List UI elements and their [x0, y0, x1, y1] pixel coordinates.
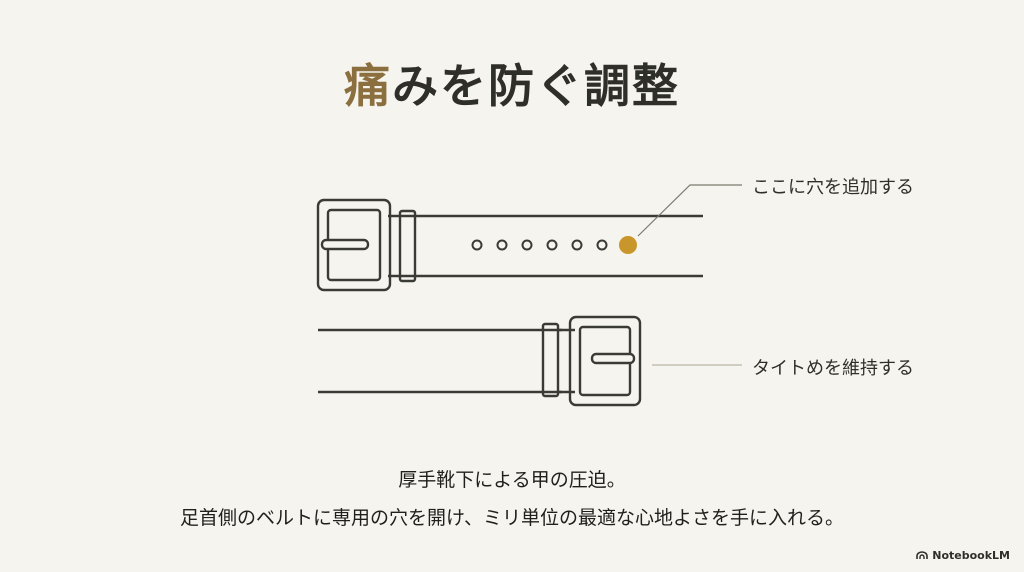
top-buckle-prong — [320, 238, 370, 251]
bottom-belt-keeper — [541, 322, 560, 398]
bottom-belt — [318, 315, 642, 407]
brand-name: NotebookLM — [932, 549, 1010, 562]
top-belt-keeper — [398, 209, 417, 283]
bottom-buckle-prong — [590, 352, 636, 365]
brand-watermark: NotebookLM — [916, 549, 1010, 562]
belt-hole — [571, 239, 583, 251]
top-buckle-outer — [316, 198, 392, 292]
belt-hole — [596, 239, 608, 251]
new-hole-marker — [619, 236, 637, 254]
callout-keep-tight: タイトめを維持する — [752, 358, 914, 379]
belt-hole — [521, 239, 533, 251]
belt-hole — [546, 239, 558, 251]
body-line-2: 足首側のベルトに専用の穴を開け、ミリ単位の最適な心地よさを手に入れる。 — [179, 507, 845, 529]
top-belt-holes — [471, 239, 608, 251]
body-line-1: 厚手靴下による甲の圧迫。 — [398, 469, 626, 491]
page-title: 痛みを防ぐ調整 — [0, 50, 1024, 116]
belt-hole — [471, 239, 483, 251]
notebooklm-logo-icon — [916, 551, 929, 559]
top-callout-leader — [637, 184, 742, 237]
bottom-buckle-outer — [568, 315, 642, 407]
page-title-first-char: 痛 — [344, 59, 392, 113]
callout-add-hole: ここに穴を追加する — [752, 177, 914, 198]
belt-hole — [496, 239, 508, 251]
page-title-rest: みを防ぐ調整 — [392, 59, 680, 113]
top-belt — [316, 198, 703, 292]
